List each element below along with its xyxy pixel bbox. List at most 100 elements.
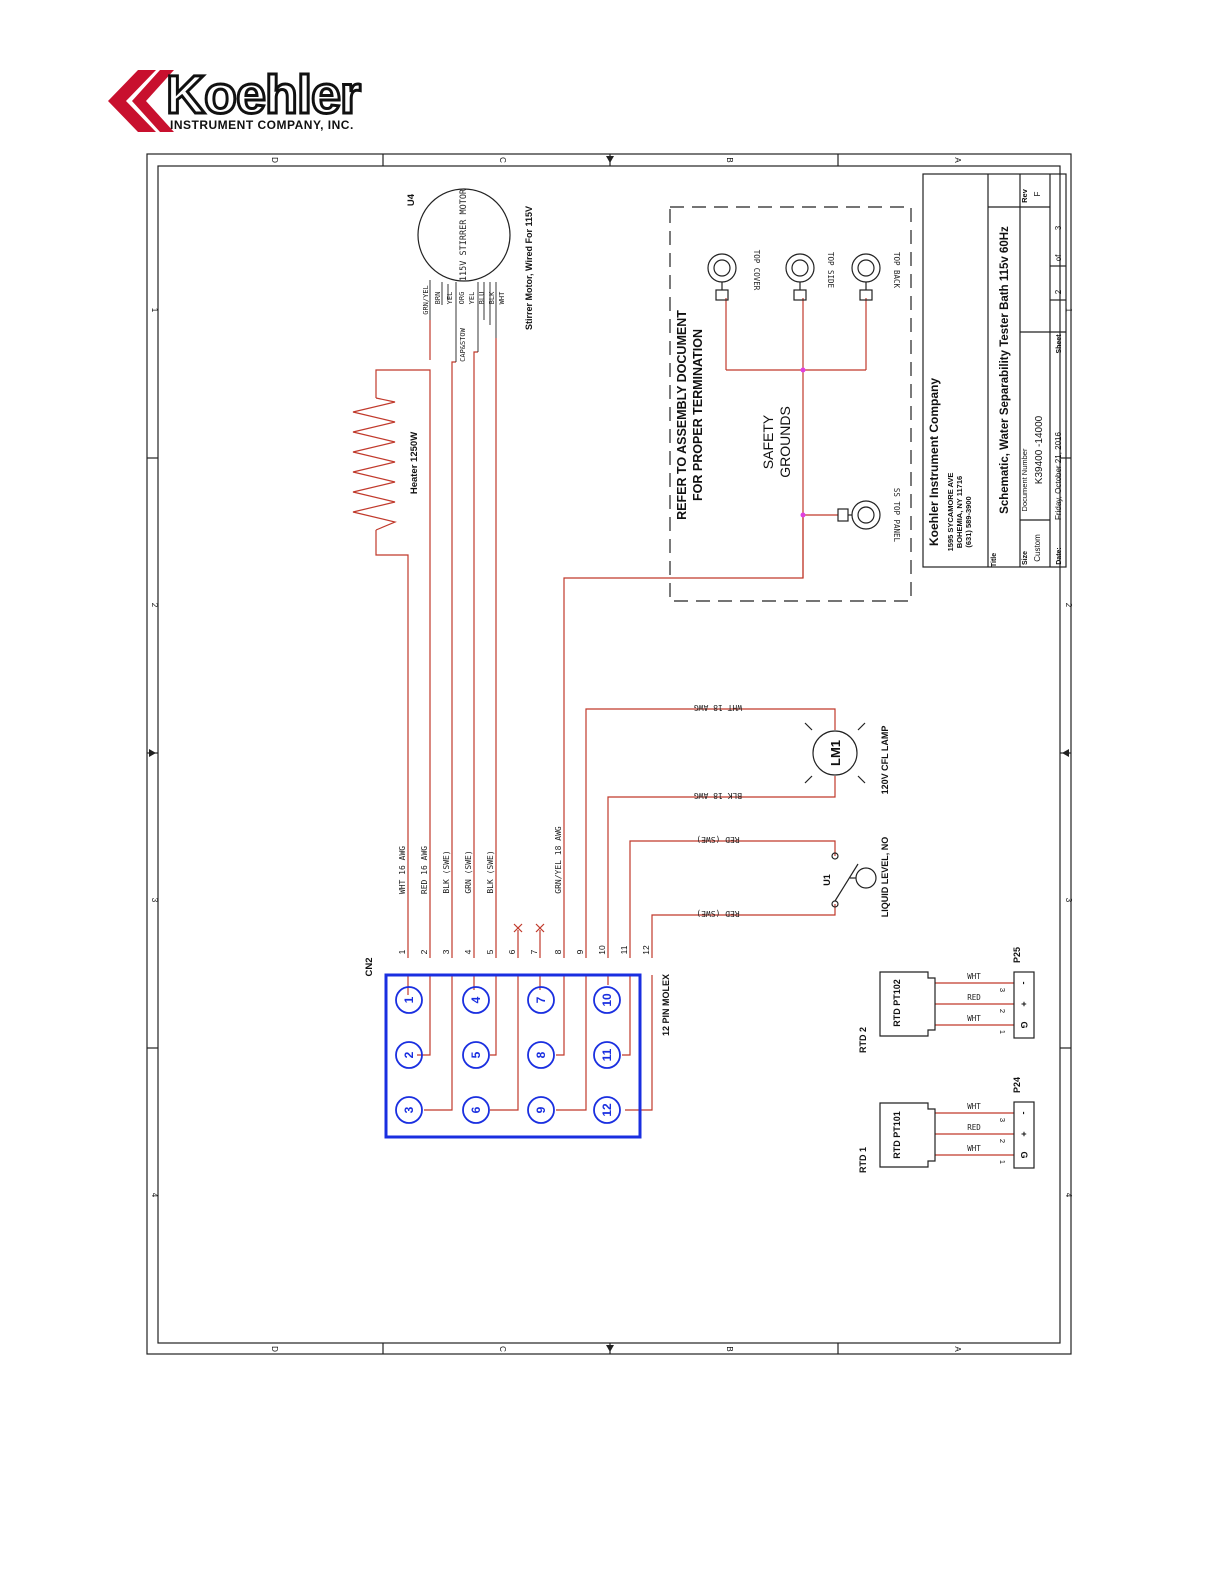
terminal-label: TOP BACK xyxy=(892,252,901,289)
docnum-value: K39400 -14000 xyxy=(1034,415,1045,484)
rtd-pin-number: 1 xyxy=(998,1030,1007,1034)
lamp-ref: LM1 xyxy=(828,740,843,766)
pin-number: 11 xyxy=(619,945,629,954)
border-markers xyxy=(149,156,1069,1352)
safety-note-1: REFER TO ASSEMBLY DOCUMENT xyxy=(675,310,689,520)
rtd-pin-sign: - xyxy=(1019,982,1029,985)
connector-label: 12 PIN MOLEX xyxy=(661,974,671,1036)
zone-number: 2 xyxy=(150,603,159,608)
motor-lead-label: ORG xyxy=(458,292,466,305)
zone-letters: D C B A D C B A xyxy=(270,157,962,1352)
rtd-pin-sign: G xyxy=(1019,1021,1029,1028)
zone-letter: D xyxy=(270,1346,279,1352)
rtd-plug: P25 xyxy=(1012,947,1022,963)
safety-note-2: FOR PROPER TERMINATION xyxy=(691,329,705,501)
rtd-1-plug-icon xyxy=(1013,1101,1035,1169)
pin-number: 5 xyxy=(485,949,495,954)
rtd-wire-label: WHT xyxy=(967,1102,981,1111)
rtd-pin-sign: - xyxy=(1019,1112,1029,1115)
pin-number: 6 xyxy=(507,949,517,954)
rtd-1-group: RTD 1 RTD PT101 P24 WHT RED WHT 3 2 1 - … xyxy=(858,1077,1035,1173)
motor-lead-label: BLU xyxy=(478,292,486,305)
connector-pins xyxy=(395,986,621,1124)
motor-circle-icon xyxy=(417,188,511,282)
wire-label: BLK (SWE) xyxy=(442,850,451,893)
title-label: Title xyxy=(991,553,998,567)
rtd-pin-sign: + xyxy=(1019,1001,1029,1006)
rev-value: F xyxy=(1033,191,1042,196)
motor-ref: U4 xyxy=(406,193,417,206)
rtd-wire-label: WHT xyxy=(967,1014,981,1023)
rtd-2-probe-icon xyxy=(879,971,936,1037)
motor-lead-label: BLK xyxy=(488,291,496,304)
motor-leads xyxy=(429,280,497,362)
pin-number: 2 xyxy=(419,949,429,954)
zone-letter: A xyxy=(953,157,962,163)
title-block xyxy=(922,173,1067,568)
wiring xyxy=(375,298,1014,1156)
heater-coil-icon xyxy=(352,397,397,531)
zone-letter: A xyxy=(953,1346,962,1352)
rtd-pin-number: 2 xyxy=(998,1009,1007,1013)
of-value: 3 xyxy=(1054,225,1063,230)
level-switch-icon xyxy=(831,852,877,908)
zone-number: 1 xyxy=(150,308,159,313)
rtd-pin-sign: + xyxy=(1019,1131,1029,1136)
pin-number: 8 xyxy=(553,949,563,954)
motor-lead-label: WHT xyxy=(498,291,506,304)
drawing-title: Schematic, Water Separability Tester Bat… xyxy=(999,226,1011,514)
pin-label: 6 xyxy=(469,1106,483,1113)
safety-grounds-box xyxy=(669,206,912,602)
pin-number: 3 xyxy=(441,949,451,954)
zone-letter: B xyxy=(725,157,734,162)
zone-numbers: 1 2 3 4 1 2 3 4 xyxy=(150,308,1073,1198)
pin-label: 5 xyxy=(469,1051,483,1058)
pin-number: 1 xyxy=(397,949,407,954)
of-label: of xyxy=(1054,254,1063,261)
terminal-label: TOP SIDE xyxy=(826,252,835,289)
rtd-pin-number: 2 xyxy=(998,1139,1007,1143)
lamp-icon xyxy=(804,722,866,784)
junction-dots xyxy=(800,367,806,518)
wire-label: RED (SWE) xyxy=(696,909,739,918)
motor-lead-label: BRN xyxy=(434,292,442,305)
level-ref: U1 xyxy=(822,874,832,886)
motor-label: 115V STIRRER MOTOR xyxy=(459,188,469,281)
zone-number: 1 xyxy=(1064,308,1073,313)
pin-label: 3 xyxy=(402,1106,416,1113)
sheet-value: 2 xyxy=(1054,289,1063,294)
rev-label: Rev xyxy=(1020,188,1029,203)
rtd-plug: P24 xyxy=(1012,1077,1022,1093)
no-connect-marks xyxy=(513,923,545,933)
rtd-wire-label: WHT xyxy=(967,1144,981,1153)
logo-chevron-icon xyxy=(108,70,174,132)
zone-number: 4 xyxy=(150,1193,159,1198)
rtd-ref: RTD 1 xyxy=(858,1147,868,1173)
pin-label: 1 xyxy=(402,996,416,1003)
rtd-2-group: RTD 2 RTD PT102 P25 WHT RED WHT 3 2 1 - … xyxy=(858,947,1035,1053)
connector-ref: CN2 xyxy=(364,957,375,976)
motor-lead-label: GRN/YEL xyxy=(422,285,430,315)
rtd-wire-label: RED xyxy=(967,1123,981,1132)
pin-label: 4 xyxy=(469,996,483,1003)
sheet-border xyxy=(146,153,1072,1355)
zone-letter: C xyxy=(498,1346,507,1352)
zone-number: 2 xyxy=(1064,603,1073,608)
size-value: Custom xyxy=(1033,534,1042,562)
rtd-2-plug-icon xyxy=(1013,971,1035,1039)
rtd-label: RTD PT101 xyxy=(892,1111,902,1159)
company-name: Koehler Instrument Company xyxy=(927,378,941,546)
zone-letter: B xyxy=(725,1346,734,1351)
pin-number: 10 xyxy=(597,945,607,955)
wire-label: RED 16 AWG xyxy=(420,846,429,894)
date-value: Friday, October 21, 2016 xyxy=(1054,432,1063,520)
wire-label: BLK (SWE) xyxy=(486,850,495,893)
rtd-pin-number: 1 xyxy=(998,1160,1007,1164)
connector-housing xyxy=(384,973,642,1139)
rtd-pin-number: 3 xyxy=(998,988,1007,992)
wire-label: BLK 18 AWG xyxy=(694,791,742,800)
koehler-logo: Koehler INSTRUMENT COMPANY, INC. xyxy=(104,66,369,136)
pin-label: 11 xyxy=(600,1048,614,1061)
zone-letter: D xyxy=(270,157,279,163)
